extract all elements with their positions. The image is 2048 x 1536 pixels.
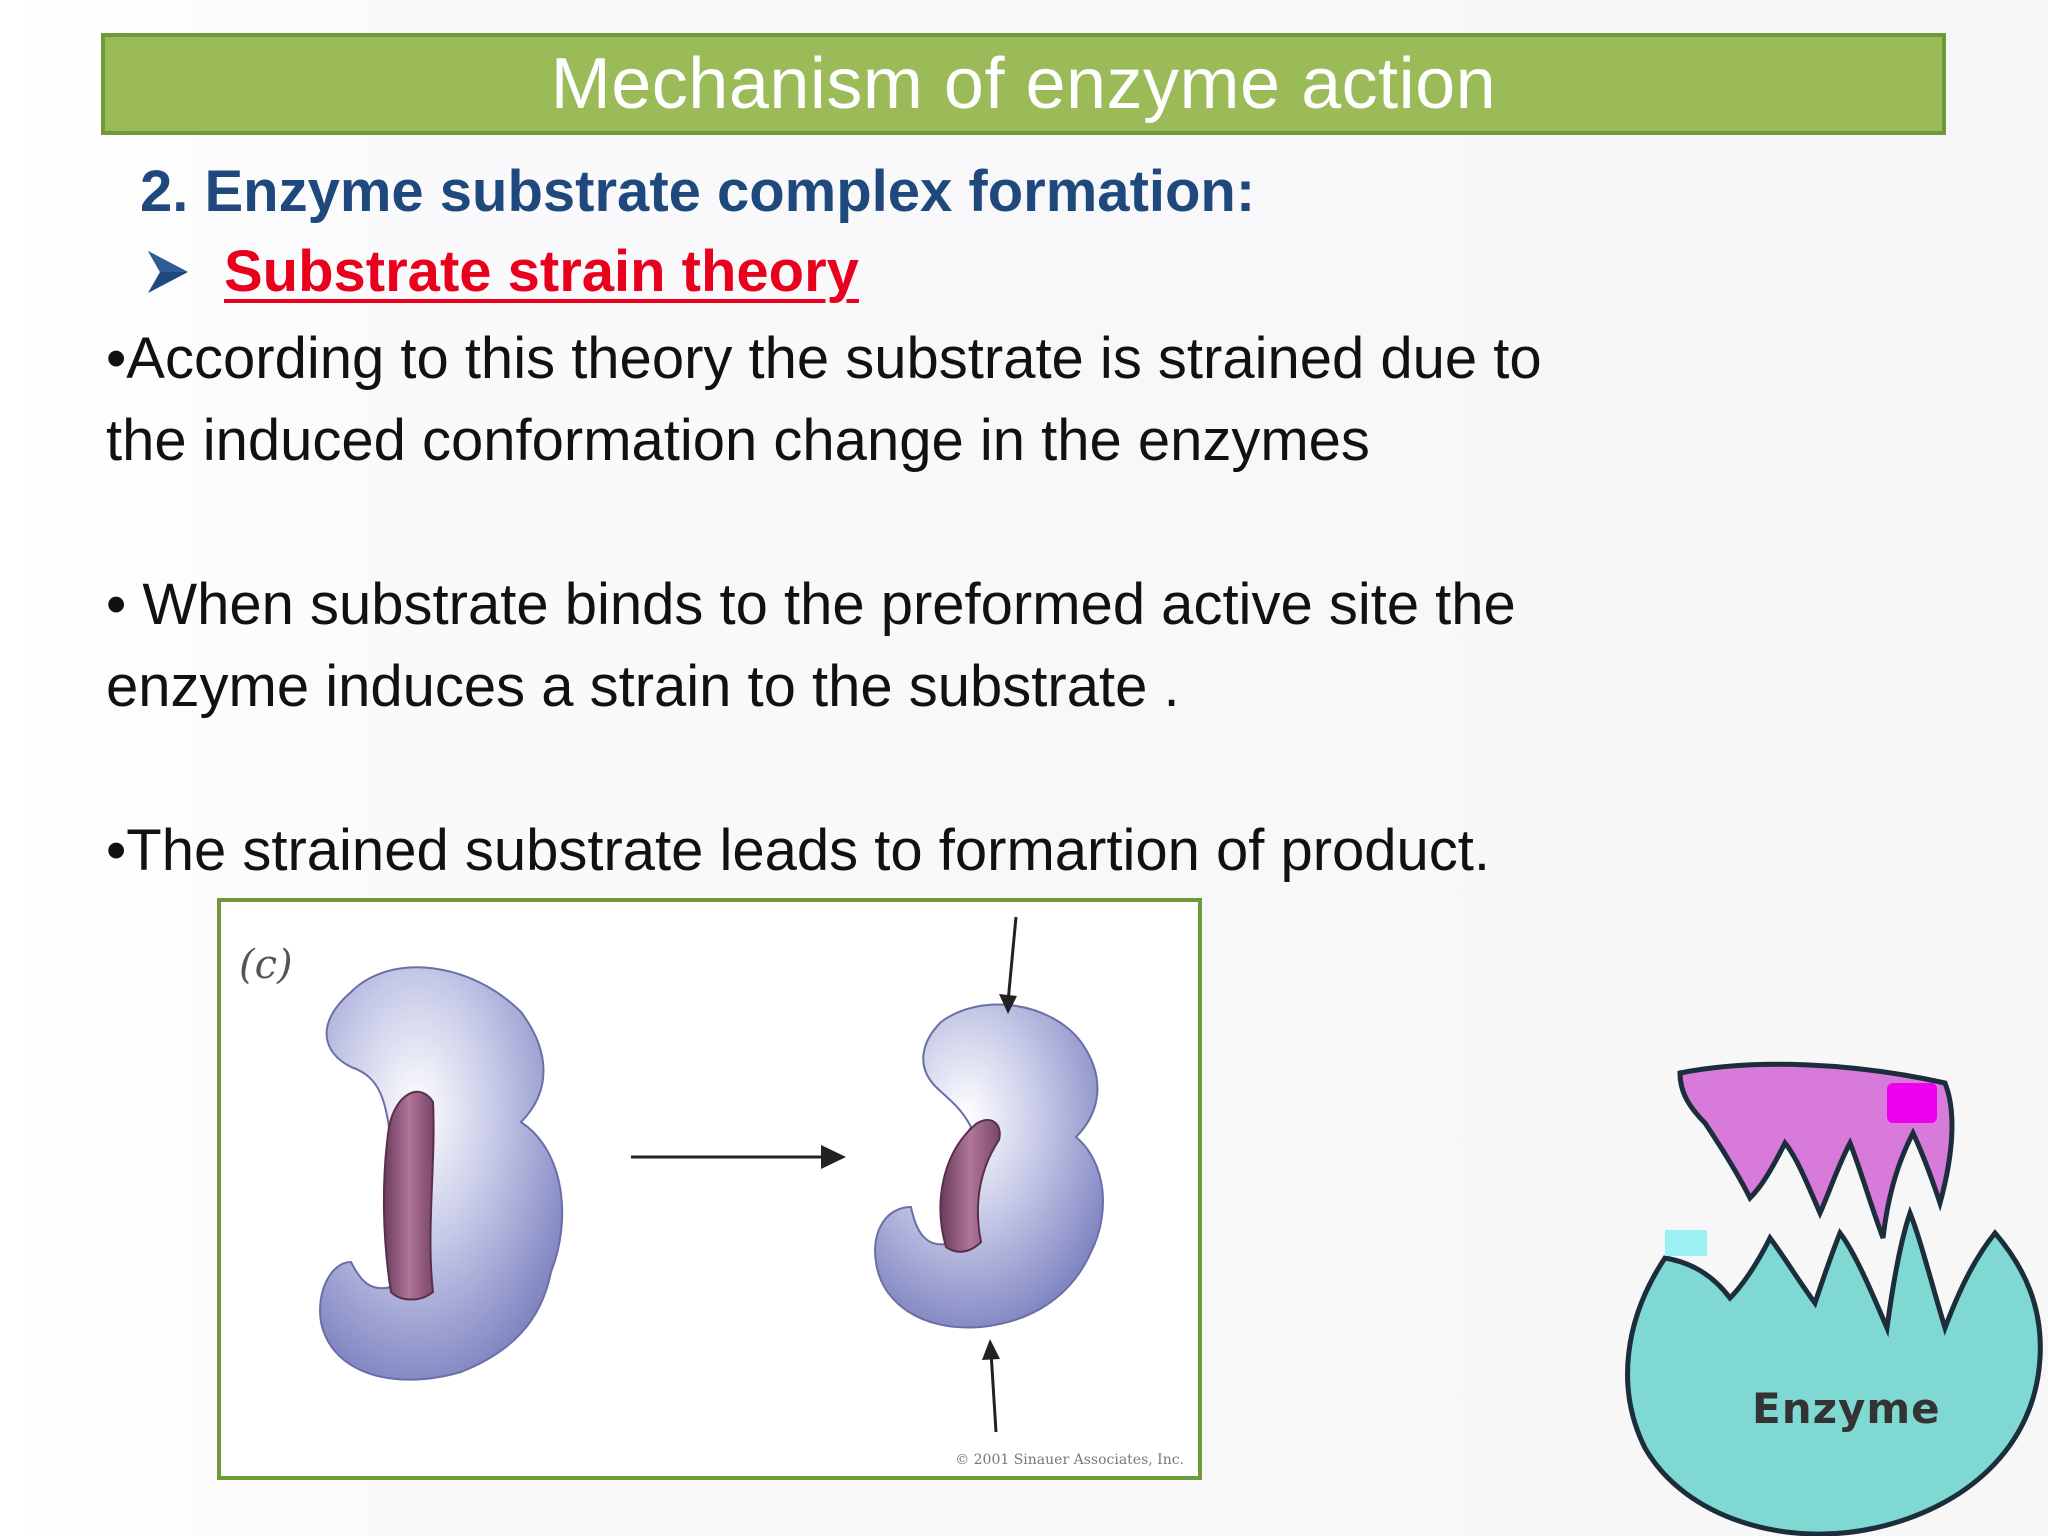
enzyme-body <box>1625 1205 2043 1536</box>
enzyme-conformation-illustration <box>319 916 1104 1433</box>
arrow-bullet-icon <box>148 250 188 293</box>
paragraph-2-line-2: enzyme induces a strain to the substrate… <box>106 654 1180 719</box>
paragraph-3-line-1: •The strained substrate leads to formart… <box>106 818 1491 883</box>
theory-heading: Substrate strain theory <box>146 238 859 305</box>
copyright-text: © 2001 Sinauer Associates, Inc. <box>955 1452 1184 1468</box>
paragraph-2-line-1: • When substrate binds to the preformed … <box>106 572 1516 637</box>
substrate-shape <box>1677 1061 1955 1239</box>
substrate-before <box>382 1090 435 1301</box>
slide-title: Mechanism of enzyme action <box>550 44 1497 124</box>
enzyme-shape-before <box>319 966 564 1381</box>
substrate-bond-site <box>1887 1083 1937 1123</box>
panel-label: (c) <box>239 942 293 988</box>
enzyme-active-site <box>1665 1230 1707 1256</box>
substrate-after <box>939 1119 1001 1253</box>
pressure-arrow-top <box>1006 916 1018 1003</box>
paragraph-1-line-2: the induced conformation change in the e… <box>106 408 1370 473</box>
pressure-arrow-bottom <box>989 1351 998 1433</box>
section-subtitle: 2. Enzyme substrate complex formation: <box>140 159 1256 224</box>
enzyme-shape-after <box>874 1003 1104 1329</box>
enzyme-substrate-diagram <box>1515 1028 2048 1536</box>
paragraph-1-line-1: •According to this theory the substrate … <box>106 326 1542 391</box>
strain-theory-figure: (c) © 2001 Sinauer Associates, Inc. <box>217 898 1202 1480</box>
title-bar: Mechanism of enzyme action <box>101 33 1946 135</box>
enzyme-label: Enzyme <box>1752 1384 1941 1433</box>
theory-label: Substrate strain theory <box>224 239 859 304</box>
